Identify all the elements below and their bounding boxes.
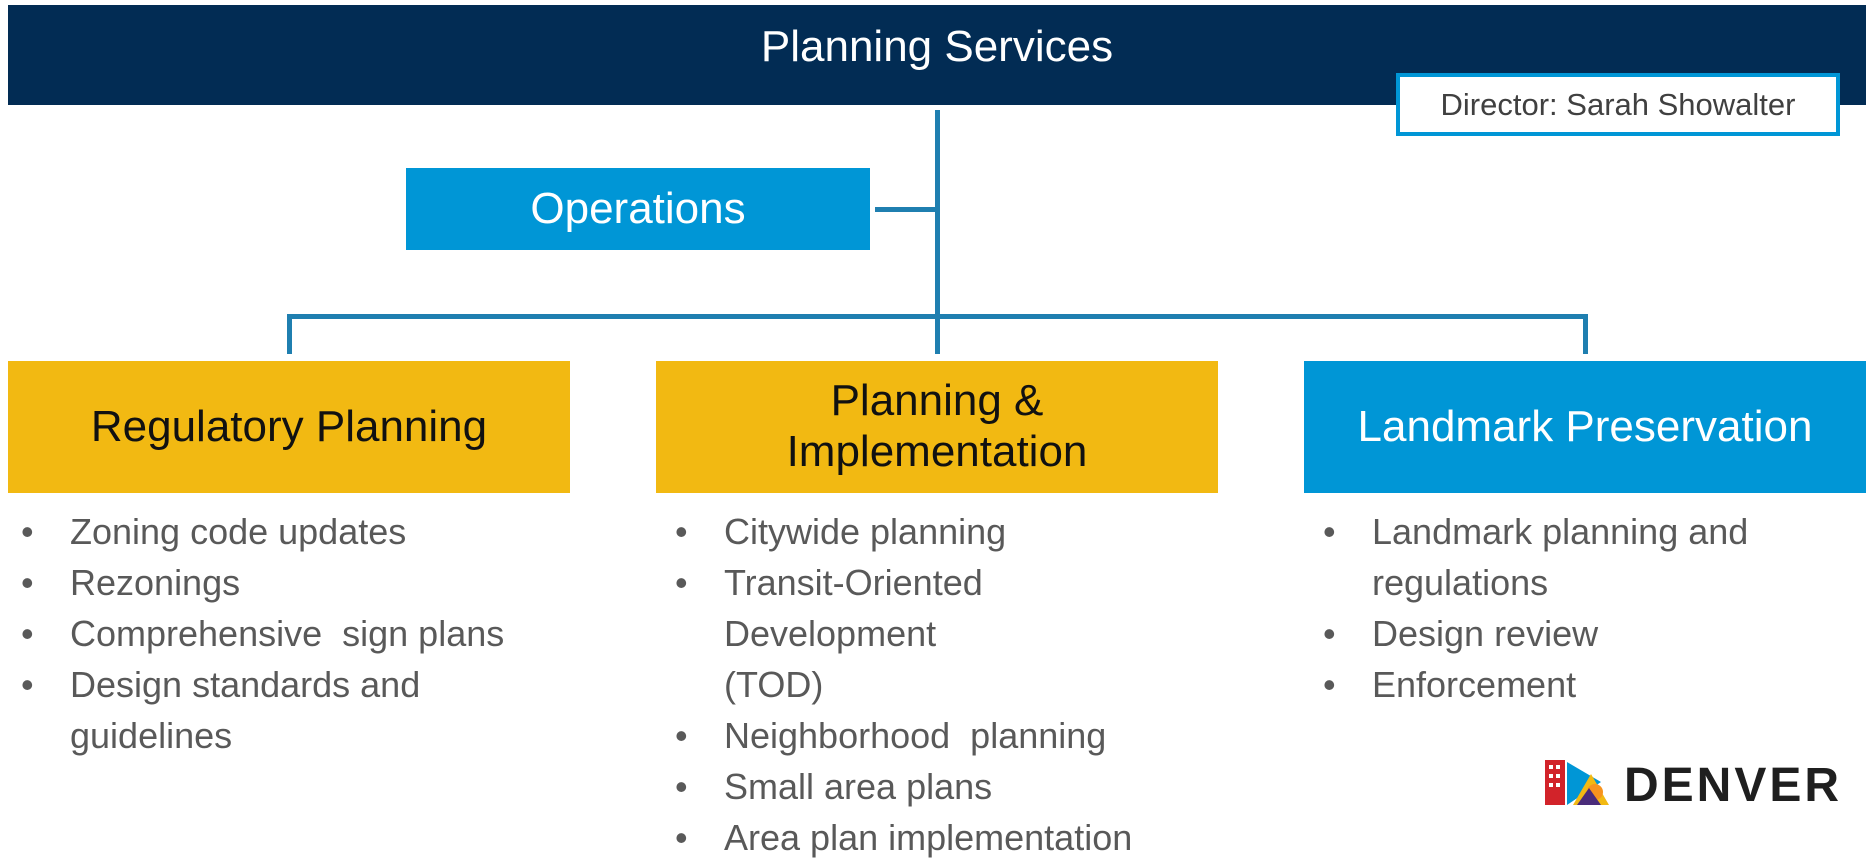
list-item: •Neighborhood planning [675, 715, 1107, 756]
denver-city-logo-icon [1545, 760, 1609, 805]
list-item: •Landmark planning and regulations [1323, 511, 1749, 603]
list-item: •Small area plans [675, 766, 993, 807]
connector-vertical-main [935, 110, 940, 354]
list-item: •Enforcement [1323, 664, 1577, 705]
division-title-line1: Planning & [830, 376, 1044, 426]
division-regulatory-planning: Regulatory Planning [8, 361, 570, 493]
connector-operations [875, 207, 938, 212]
director-box: Director: Sarah Showalter [1396, 73, 1840, 136]
planning-implementation-list: •Citywide planning •Transit-Oriented Dev… [662, 506, 1222, 863]
page-title: Planning Services [760, 22, 1114, 71]
list-item: •Rezonings [21, 562, 241, 603]
list-item: •Transit-Oriented Development (TOD) [675, 562, 993, 705]
division-planning-implementation: Planning & Implementation [656, 361, 1218, 493]
list-item: •Comprehensive sign plans [21, 613, 505, 654]
list-item: •Zoning code updates [21, 511, 407, 552]
denver-logo-text: DENVER [1624, 759, 1843, 812]
list-item: •Design review [1323, 613, 1599, 654]
connector-drop-regulatory [287, 314, 292, 354]
list-item: •Design standards and guidelines [21, 664, 421, 756]
landmark-preservation-list: •Landmark planning and regulations •Desi… [1310, 506, 1866, 710]
operations-box: Operations [406, 168, 870, 250]
division-landmark-preservation: Landmark Preservation [1304, 361, 1866, 493]
regulatory-planning-list: •Zoning code updates •Rezonings •Compreh… [8, 506, 568, 761]
connector-horizontal [287, 314, 1588, 319]
connector-drop-landmark [1583, 314, 1588, 354]
division-title-line2: Implementation [786, 427, 1088, 476]
list-item: •Area plan implementation [675, 817, 1133, 858]
list-item: •Citywide planning [675, 511, 1007, 552]
